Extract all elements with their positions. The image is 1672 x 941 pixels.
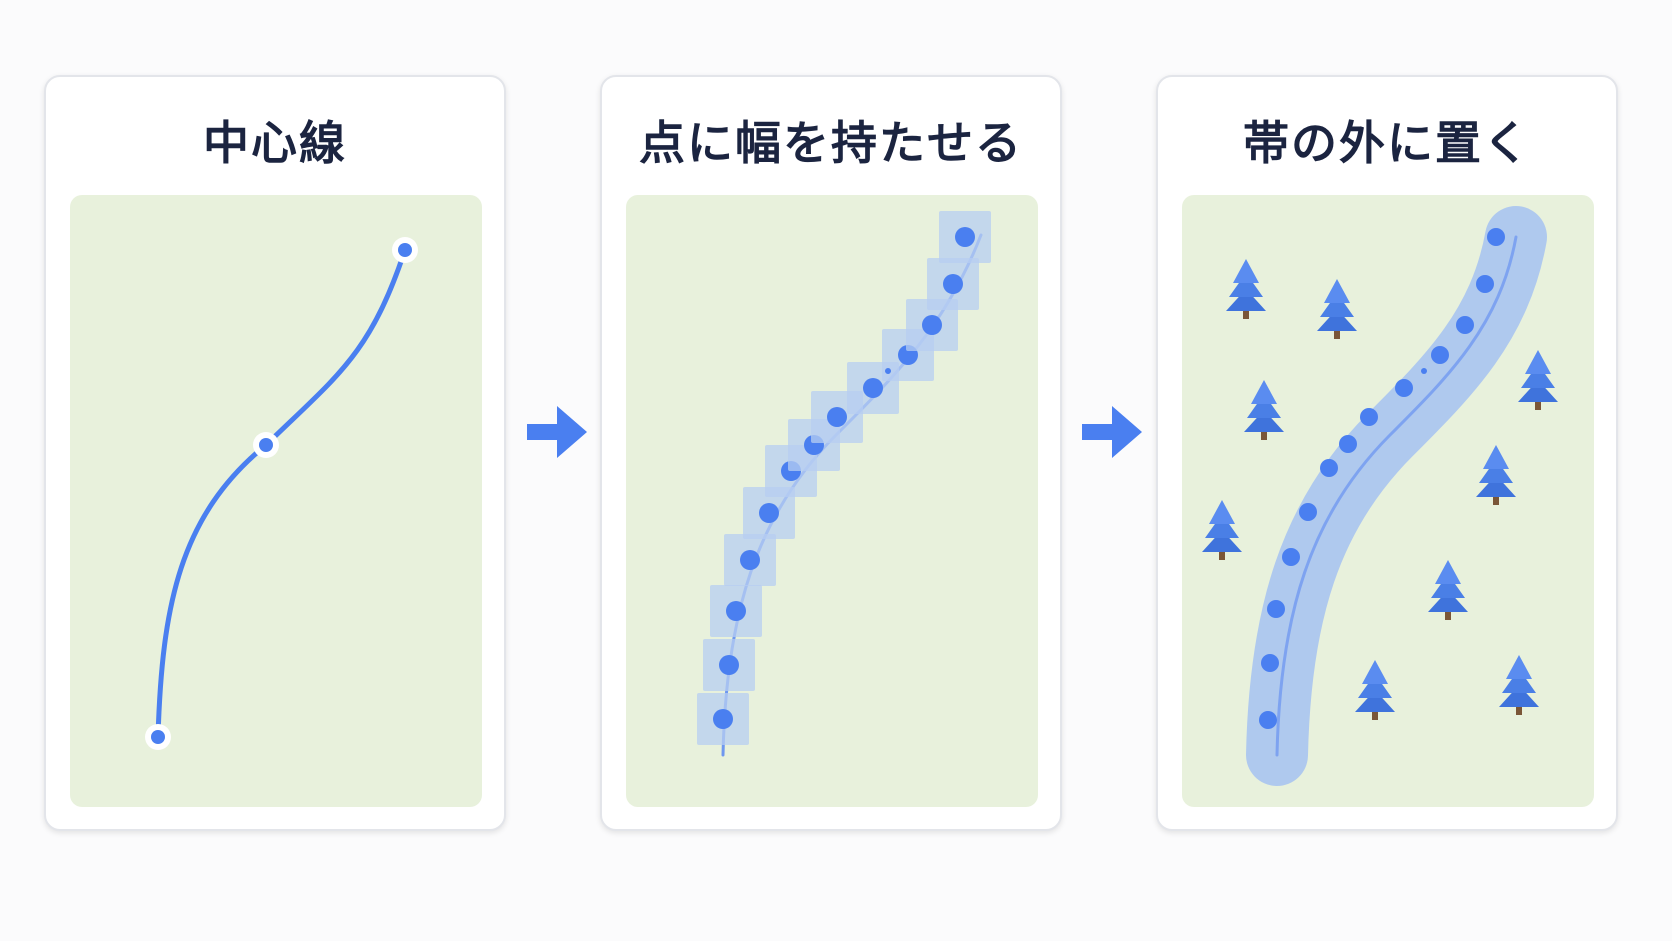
- control-point-middle: [253, 432, 279, 458]
- centerline-path: [155, 247, 408, 740]
- panel-widened-points: 点に幅を持たせる: [600, 75, 1062, 831]
- panel-title-centerline: 中心線: [203, 116, 347, 170]
- panel-trees-outside-band: 帯の外に置く: [1156, 75, 1618, 831]
- tree-icon: [1244, 380, 1284, 440]
- tree-icon: [1226, 259, 1266, 319]
- tree-icon: [1202, 500, 1242, 560]
- centerline-point: [1395, 379, 1413, 397]
- centerline-point: [1282, 548, 1300, 566]
- tree-icon: [1317, 279, 1357, 339]
- panel-title-widened-points: 点に幅を持たせる: [639, 116, 1023, 170]
- centerline-point: [1299, 503, 1317, 521]
- panel-centerline: 中心線: [44, 75, 506, 831]
- widened-point: [927, 258, 979, 310]
- centerline-point: [1431, 346, 1449, 364]
- centerline-path: [1275, 235, 1518, 757]
- tree-icon: [1428, 560, 1468, 620]
- control-point-start: [145, 724, 171, 750]
- centerline-point: [1360, 408, 1378, 426]
- panel-title-trees-outside-band: 帯の外に置く: [1243, 116, 1531, 170]
- centerline-point: [1476, 275, 1494, 293]
- control-point-end: [392, 237, 418, 263]
- centerline-curve-icon: [145, 237, 418, 750]
- centerline-point: [1267, 600, 1285, 618]
- widened-point: [939, 211, 991, 263]
- widened-points-icon: [697, 211, 991, 757]
- centerline-point: [1261, 654, 1279, 672]
- centerline-point: [1320, 459, 1338, 477]
- widened-point: [703, 639, 755, 691]
- tree-icon: [1499, 655, 1539, 715]
- arrow-right-icon: [527, 406, 587, 458]
- field-trees-outside-band: [1182, 195, 1594, 807]
- centerline-point: [1487, 228, 1505, 246]
- widened-point: [710, 585, 762, 637]
- centerline-point: [1259, 711, 1277, 729]
- widened-point: [724, 534, 776, 586]
- small-point: [885, 368, 891, 374]
- centerline-point: [1339, 435, 1357, 453]
- widened-point: [906, 299, 958, 351]
- widened-point: [697, 693, 749, 745]
- small-point: [1421, 368, 1427, 374]
- field-centerline: [70, 195, 482, 807]
- widened-point: [743, 487, 795, 539]
- tree-icon: [1355, 660, 1395, 720]
- field-widened-points: [626, 195, 1038, 807]
- tree-icon: [1476, 445, 1516, 505]
- tree-icon: [1518, 350, 1558, 410]
- trees-outside-band-icon: [1202, 206, 1558, 786]
- arrow-right-icon: [1082, 406, 1142, 458]
- centerline-point: [1456, 316, 1474, 334]
